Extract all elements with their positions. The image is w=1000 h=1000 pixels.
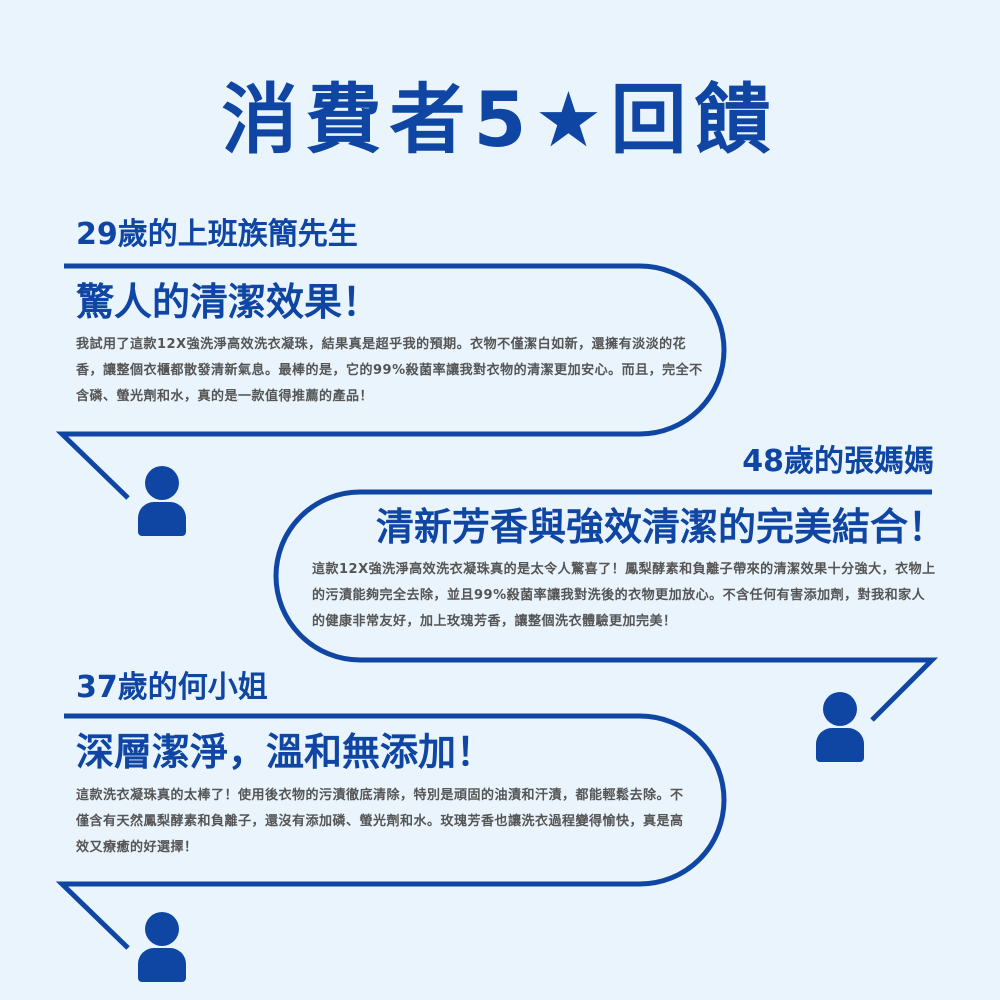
page-title: 消費者5★回饋: [221, 75, 779, 164]
bubble-outline-2: [273, 489, 939, 722]
reviewer-name-1: 29歲的上班族簡先生: [76, 217, 358, 252]
person-icon: [138, 466, 186, 536]
review-body-2: 這款12X強洗淨高效洗衣凝珠真的是太令人驚喜了！鳳梨酵素和負離子帶來的清潔效果十…: [312, 562, 936, 629]
person-icon: [816, 692, 864, 762]
bubble-outline-1: [55, 263, 727, 500]
reviewer-name-2: 48歲的張媽媽: [742, 444, 934, 479]
person-icon: [138, 912, 186, 982]
review-headline-3: 深層潔淨，溫和無添加！: [76, 730, 495, 774]
bubble-outline-3: [55, 713, 727, 950]
review-body-3: 這款洗衣凝珠真的太棒了！使用後衣物的污漬徹底清除，特別是頑固的油漬和汗漬，都能輕…: [76, 788, 684, 855]
review-headline-1: 驚人的清潔效果！: [76, 280, 381, 324]
review-headline-2: 清新芳香與強效清潔的完美結合！: [375, 505, 946, 549]
reviewer-name-3: 37歲的何小姐: [76, 670, 268, 705]
review-body-1: 我試用了這款12X強洗淨高效洗衣凝珠，結果真是超乎我的預期。衣物不僅潔白如新，還…: [76, 337, 703, 404]
